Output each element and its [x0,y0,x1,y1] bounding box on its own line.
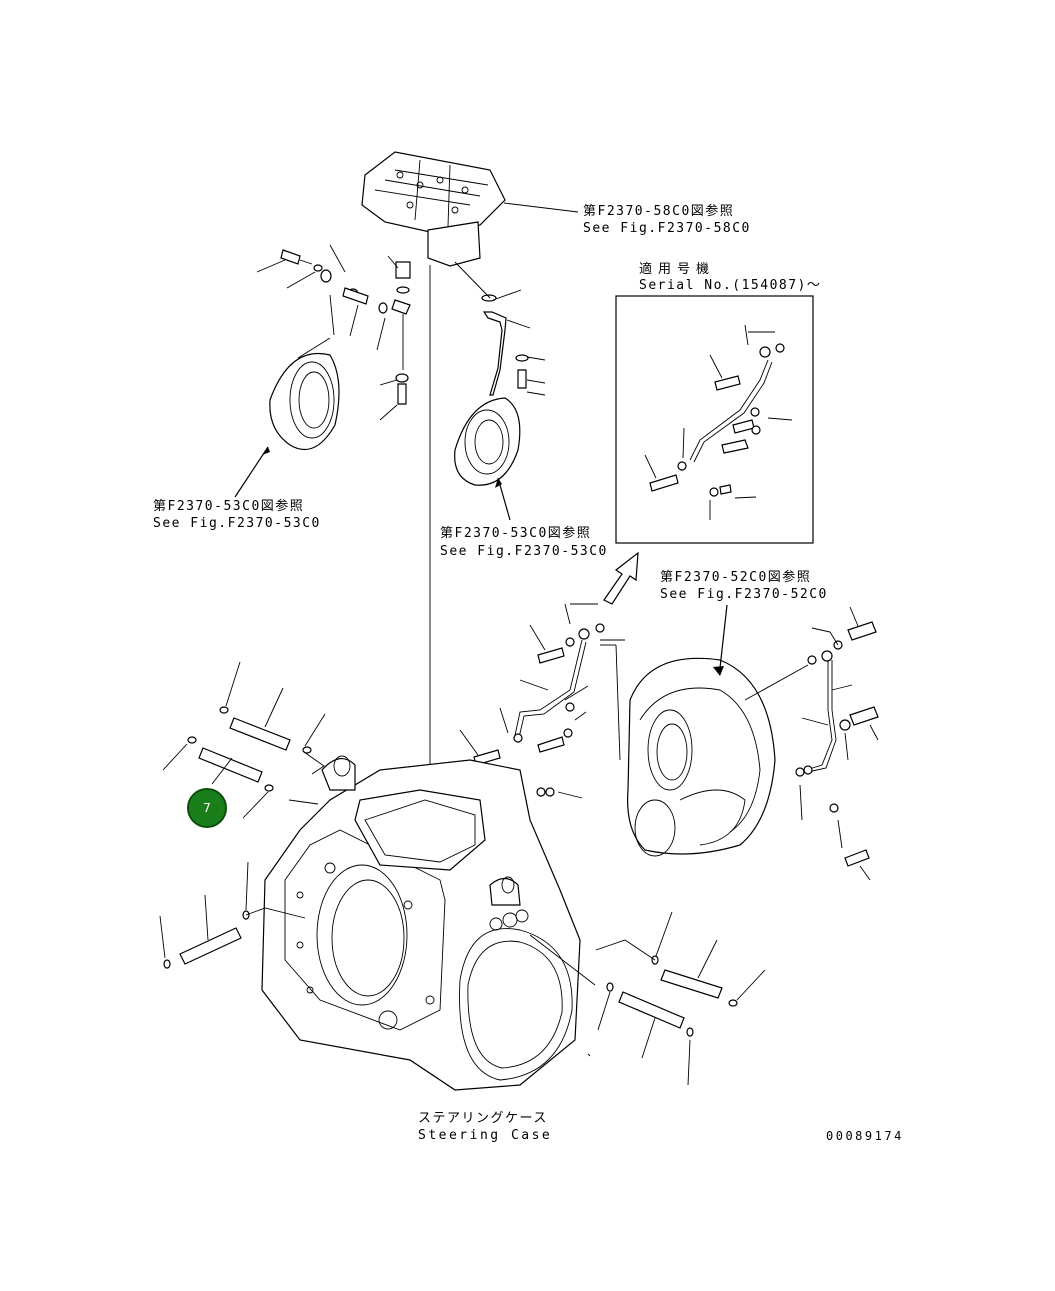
middle-figure-ref-jp: 第F2370-53C0図参照 [440,526,592,541]
middle-pipe-fittings [459,603,625,800]
callout-number: 7 [203,801,211,815]
steering-case-body [261,755,581,1091]
case-pins [159,661,766,1086]
top-figure-ref-jp: 第F2370-58C0図参照 [583,204,735,219]
control-valve-assembly [361,151,579,267]
drawing-number: 00089174 [826,1129,904,1143]
steering-case-label-en: Steering Case [418,1128,553,1143]
left-cover-plate [234,337,340,498]
right-housing [627,604,809,857]
right-figure-ref-en: See Fig.F2370-52C0 [660,587,828,602]
part-callout-7[interactable]: 7 [187,788,227,828]
left-figure-ref-en: See Fig.F2370-53C0 [153,516,321,531]
serial-label-en: Serial No.(154087)～ [639,278,822,293]
left-figure-ref-jp: 第F2370-53C0図参照 [153,499,305,514]
upper-left-fittings [256,244,411,421]
steering-case-label-jp: ステアリングケース [418,1111,548,1126]
top-figure-ref-en: See Fig.F2370-58C0 [583,221,751,236]
right-side-fittings [795,606,879,881]
serial-label-jp: 適用号機 [639,262,716,277]
direction-arrow [603,551,639,605]
serial-detail-box [615,295,814,544]
middle-figure-ref-en: See Fig.F2370-53C0 [440,544,608,559]
right-figure-ref-jp: 第F2370-52C0図参照 [660,570,812,585]
middle-cover-plate [454,261,546,521]
